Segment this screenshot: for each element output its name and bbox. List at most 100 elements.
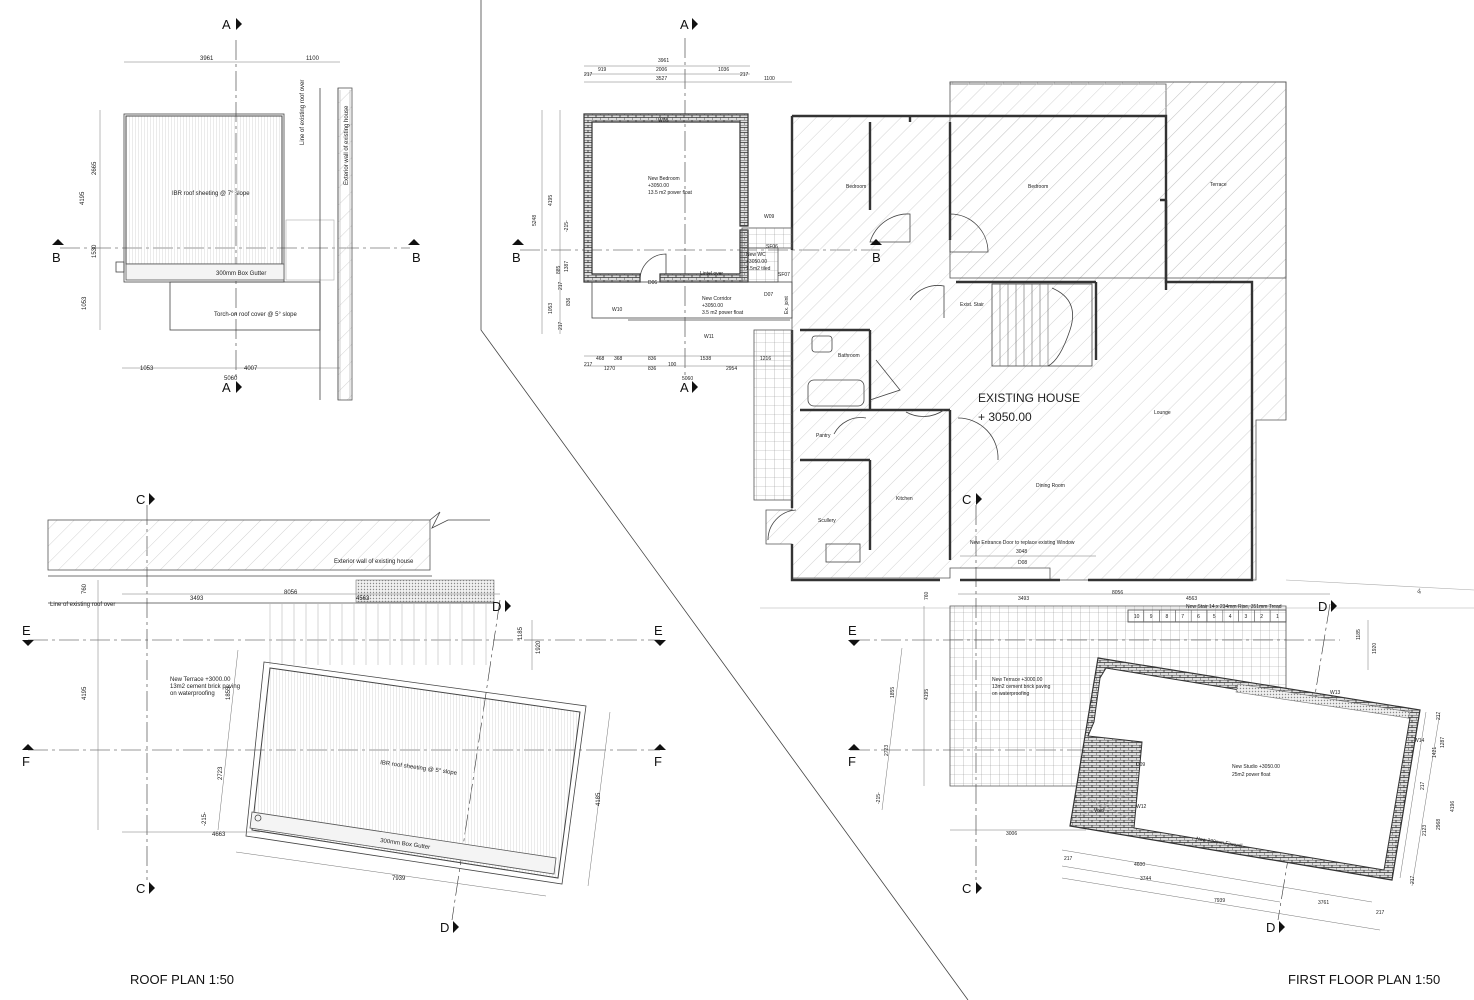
opening-w12: W12: [1136, 804, 1147, 810]
dim-217-ff-b: 217: [740, 72, 749, 78]
section-markers-ff-upper: A A B B: [512, 17, 882, 395]
opening-w14: W14: [1414, 738, 1425, 744]
label-lounge: Lounge: [1154, 410, 1171, 416]
dim-2123: 2123: [1422, 825, 1428, 836]
label-exterior-wall-lower: Exterior wall of existing house: [334, 559, 414, 565]
label-pantry: Pantry: [816, 433, 831, 439]
opening-d06: D06: [648, 280, 657, 286]
dim-1053-ff: 1053: [548, 303, 554, 314]
dim-3527: 3527: [656, 76, 667, 82]
section-markers-roof-upper: A A B B: [52, 17, 421, 395]
stair-riser-number: 10: [1134, 614, 1140, 620]
sheet-divider: [480, 0, 969, 1000]
section-marker-a: A: [680, 17, 689, 32]
label-new-entrance: New Entrance Door to replace existing Wi…: [970, 540, 1075, 546]
dim-3493-ff: 3493: [1018, 596, 1029, 602]
dim-4600: 4600: [1134, 862, 1145, 868]
opening-sf06: SF06: [766, 244, 778, 250]
roof-sheeting-area: [125, 115, 283, 265]
dim-4195-ff: 4195: [548, 195, 554, 206]
section-marker-c: C: [962, 881, 971, 896]
label-studio-area: 25m2 power float: [1232, 772, 1271, 778]
dim-1185-ff: 1185: [1356, 629, 1362, 640]
dim-217-left: 217: [558, 281, 564, 290]
label-new-terrace: New Terrace +3000.00: [992, 677, 1043, 683]
dim-836-c: 836: [648, 366, 657, 372]
dim-836: 836: [566, 297, 572, 306]
opening-w08: W08: [658, 118, 669, 124]
stair-riser-number: 9: [1150, 614, 1153, 620]
dim-885: 885: [556, 265, 562, 274]
label-bedroom-1: Bedroom: [846, 184, 866, 190]
dim-4663: 4663: [212, 832, 226, 838]
dim-217-ff: 217: [584, 72, 593, 78]
dim-4007: 4007: [244, 366, 258, 372]
label-lintel: Lintel over: [700, 271, 723, 277]
label-paving: 13m2 cement brick paving: [992, 684, 1051, 690]
dim-1920-ff: 1920: [1372, 643, 1378, 654]
dim-1053b: 1053: [140, 366, 154, 372]
opening-d07: D07: [764, 292, 773, 298]
dim-1185: 1185: [518, 626, 524, 640]
label-new-studio: New Studio +3050.00: [1232, 764, 1280, 770]
dim-4185: 4185: [596, 792, 602, 806]
existing-roof-dots: [355, 579, 495, 603]
dim-217-right-c: 217: [1410, 875, 1416, 884]
dim-5248: 5248: [532, 215, 538, 226]
stair-riser-cell: [1269, 609, 1287, 623]
dim-3961-ff: 3961: [658, 58, 669, 64]
label-bathroom: Bathroom: [838, 353, 860, 359]
dim-2665: 2665: [92, 161, 98, 175]
dim-3006: 3006: [1006, 831, 1017, 837]
section-marker-f: F: [22, 754, 30, 769]
dim-5060-ff: 5060: [682, 376, 693, 382]
section-marker-d: D: [1318, 599, 1327, 614]
label-ex-joint: Ex. joint: [784, 296, 790, 314]
box-gutter: [125, 263, 285, 281]
stair-riser-number: 2: [1260, 614, 1263, 620]
first-floor-plan: 3961 919 2006 1036 217 217 3527 1100 419…: [520, 38, 1287, 582]
section-marker-e: E: [654, 623, 663, 638]
label-existing-level: + 3050.00: [978, 410, 1032, 424]
label-paving-roof: 13m2 cement brick paving: [170, 684, 240, 690]
terrace-area: [949, 81, 1287, 279]
label-terrace: Terrace: [1210, 182, 1227, 188]
dim-2723-ff: 2723: [884, 745, 890, 756]
dim-1920: 1920: [536, 640, 542, 654]
dim-217-right: 217: [1436, 711, 1442, 720]
dim-468: 468: [596, 356, 605, 362]
label-new-terrace-roof: New Terrace +3000.00: [170, 677, 231, 683]
stair-riser-number: 8: [1166, 614, 1169, 620]
opening-w13: W13: [1330, 690, 1341, 696]
section-marker-c: C: [962, 492, 971, 507]
dim-4563-ff: 4563: [1186, 596, 1197, 602]
dim-368: 368: [614, 356, 623, 362]
dim-217-studio-b: 217: [1376, 910, 1385, 916]
dim-760: 760: [82, 583, 88, 594]
label-new-bedroom-level: +3050.00: [648, 183, 669, 189]
dim-4196: 4196: [1450, 801, 1456, 812]
opening-w11: W11: [704, 334, 714, 340]
label-exist-stair: Exist. Stair: [960, 302, 984, 308]
dim-217-right-b: 217: [1420, 781, 1426, 790]
label-new-wc-level: +3050.00: [746, 259, 767, 265]
stair-riser-number: 4: [1229, 614, 1232, 620]
label-new-wc-area: 1.5m2 tiled: [746, 266, 771, 272]
dim-760-ff: 760: [924, 591, 930, 600]
section-marker-d: D: [492, 599, 501, 614]
label-new-corridor-level: +3050.00: [702, 303, 723, 309]
label-box-gutter: 300mm Box Gutter: [216, 271, 266, 277]
dim-2723: 2723: [218, 766, 224, 780]
section-marker-f: F: [654, 754, 662, 769]
dim-215-ff: -215-: [564, 220, 570, 232]
dim-1053: 1053: [82, 296, 88, 310]
section-marker-a: A: [680, 380, 689, 395]
label-new-bedroom: New Bedroom: [648, 176, 680, 182]
label-bedroom-2: Bedroom: [1028, 184, 1048, 190]
section-marker-b: B: [872, 250, 881, 265]
stair-riser-number: 1: [1276, 614, 1279, 620]
section-marker-a: A: [222, 380, 231, 395]
section-marker-b: B: [512, 250, 521, 265]
stair-riser-number: 5: [1213, 614, 1216, 620]
label-waterproofing: on waterproofing: [992, 691, 1029, 697]
